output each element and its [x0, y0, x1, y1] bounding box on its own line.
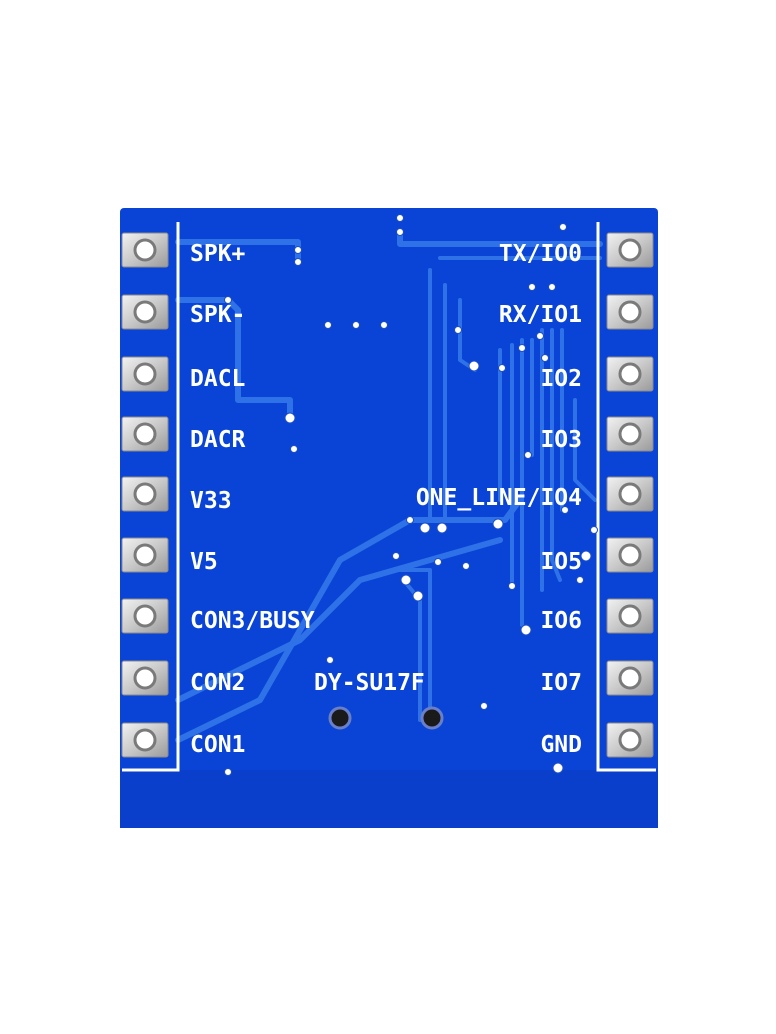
pin-label-io6: IO6: [540, 608, 582, 634]
pin-label-spk-minus: SPK-: [190, 302, 245, 328]
pin-label-spk-plus: SPK+: [190, 241, 246, 267]
vias: [224, 214, 598, 776]
right-silk-outline: [596, 222, 656, 772]
left-pad-4: [121, 416, 169, 452]
left-pad-3: [121, 356, 169, 392]
left-pad-1: [121, 232, 169, 268]
pin-label-io7: IO7: [540, 670, 582, 696]
pin-label-v33: V33: [190, 488, 232, 514]
right-pad-2: [606, 294, 654, 330]
pin-label-con3-busy: CON3/BUSY: [190, 608, 315, 634]
pin-label-dacr: DACR: [190, 427, 246, 453]
pin-label-one-line-io4: ONE_LINE/IO4: [416, 485, 582, 511]
pin-label-io3: IO3: [540, 427, 582, 453]
left-pad-9: [121, 722, 169, 758]
right-pad-5: [606, 476, 654, 512]
pin-label-v5: V5: [190, 549, 218, 575]
pcb-board-edge: [120, 770, 658, 828]
left-pad-2: [121, 294, 169, 330]
right-pad-3: [606, 356, 654, 392]
mounting-hole-right: [420, 706, 444, 730]
mounting-hole-left: [328, 706, 352, 730]
left-pad-8: [121, 660, 169, 696]
pin-label-tx-io0: TX/IO0: [499, 241, 582, 267]
pin-label-con2: CON2: [190, 670, 245, 696]
left-silk-outline: [122, 222, 180, 772]
left-pad-column: [121, 232, 169, 758]
right-pad-6: [606, 537, 654, 573]
pin-label-io2: IO2: [540, 366, 582, 392]
right-pad-8: [606, 660, 654, 696]
pin-label-gnd: GND: [540, 732, 582, 758]
left-pad-7: [121, 598, 169, 634]
left-pin-labels: SPK+ SPK- DACL DACR V33 V5 CON3/BUSY CON…: [190, 241, 315, 758]
right-pad-column: [606, 232, 654, 758]
pin-label-rx-io1: RX/IO1: [499, 302, 582, 328]
right-pad-7: [606, 598, 654, 634]
left-pad-6: [121, 537, 169, 573]
right-pin-labels: TX/IO0 RX/IO1 IO2 IO3 ONE_LINE/IO4 IO5 I…: [416, 241, 582, 758]
right-pad-9: [606, 722, 654, 758]
right-pad-4: [606, 416, 654, 452]
right-pad-1: [606, 232, 654, 268]
module-name: DY-SU17F: [314, 670, 425, 696]
pin-label-io5: IO5: [540, 549, 582, 575]
copper-traces: [175, 229, 603, 743]
pin-label-dacl: DACL: [190, 366, 245, 392]
left-pad-5: [121, 476, 169, 512]
pin-label-con1: CON1: [190, 732, 245, 758]
